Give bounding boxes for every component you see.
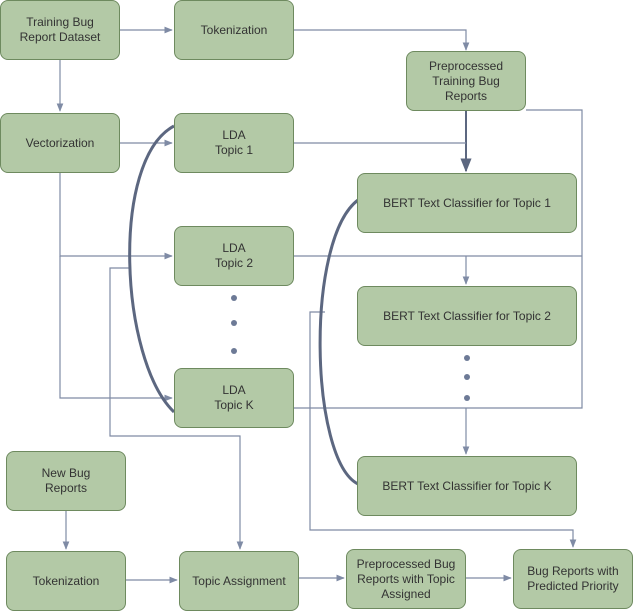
node-preprocessed-assigned: Preprocessed Bug Reports with Topic Assi… [346, 549, 466, 609]
node-bug-reports-priority: Bug Reports with Predicted Priority [513, 549, 633, 609]
node-lda-topic-1: LDA Topic 1 [174, 113, 294, 173]
bert-ellipsis-dot [464, 355, 470, 361]
edge-preprocessed-bus [294, 109, 583, 409]
node-training-dataset: Training Bug Report Dataset [0, 0, 120, 60]
node-tokenization-bottom: Tokenization [6, 551, 126, 611]
bert-brace [318, 198, 359, 486]
node-tokenization-top: Tokenization [174, 0, 294, 60]
bert-ellipsis-dot [464, 374, 470, 380]
lda-brace [128, 124, 176, 414]
edge-tokenization-to-preprocessed [294, 29, 470, 51]
node-lda-topic-2: LDA Topic 2 [174, 226, 294, 286]
node-new-bug-reports: New Bug Reports [6, 451, 126, 511]
lda-ellipsis-dot [231, 348, 237, 354]
node-bert-topic-1: BERT Text Classifier for Topic 1 [357, 173, 577, 233]
lda-ellipsis-dot [231, 320, 237, 326]
node-topic-assignment: Topic Assignment [179, 551, 299, 611]
edge-bert-to-priority [309, 311, 577, 548]
edge-vectorization-to-lda2 [59, 173, 173, 260]
edge-vectorization-to-ldak [59, 256, 173, 402]
edge-lda-to-topic-assignment [109, 267, 244, 550]
node-bert-topic-2: BERT Text Classifier for Topic 2 [357, 286, 577, 346]
node-vectorization: Vectorization [0, 113, 120, 173]
node-lda-topic-k: LDA Topic K [174, 368, 294, 428]
bert-ellipsis-dot [464, 395, 470, 401]
lda-ellipsis-dot [231, 295, 237, 301]
node-bert-topic-k: BERT Text Classifier for Topic K [357, 456, 577, 516]
node-preprocessed-training: Preprocessed Training Bug Reports [406, 51, 526, 111]
